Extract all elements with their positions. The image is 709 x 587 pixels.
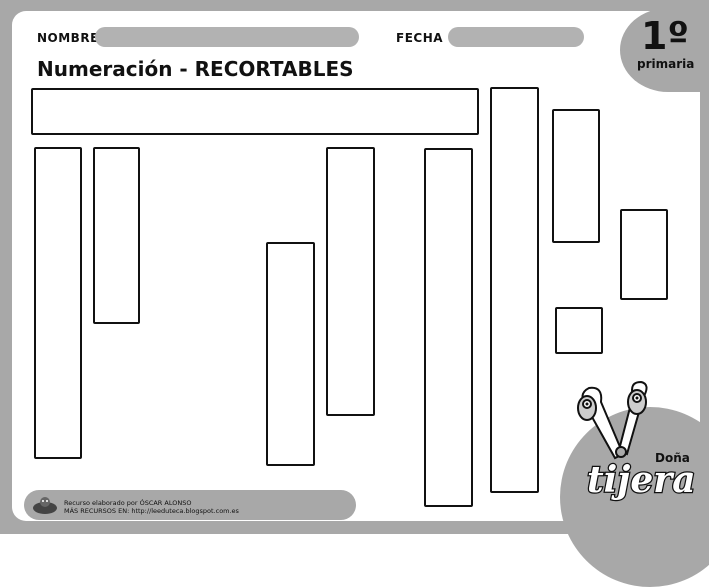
cutout-strip-1	[34, 147, 82, 459]
cutout-strip-horizontal	[31, 88, 479, 135]
brand-line-2: tijera	[587, 459, 696, 501]
cutout-strip-6	[490, 87, 539, 493]
cutout-strip-2	[93, 147, 140, 324]
scissors-mascot-icon: Doña tijera	[577, 380, 697, 502]
cutout-strip-8	[620, 209, 668, 300]
date-field[interactable]	[448, 27, 584, 47]
grade-text: primaria	[637, 57, 695, 71]
footer-link: MÁS RECURSOS EN: http://leeduteca.blogsp…	[64, 507, 239, 515]
brand-line-1: Doña	[655, 451, 690, 465]
name-label: NOMBRE	[37, 31, 99, 45]
date-label: FECHA	[396, 31, 444, 45]
name-field[interactable]	[95, 27, 359, 47]
footer-bar	[24, 490, 356, 520]
cutout-strip-7	[552, 109, 600, 243]
page-title: Numeración - RECORTABLES	[37, 57, 354, 81]
cutout-strip-5	[424, 148, 473, 507]
leeduteca-logo-icon	[33, 497, 57, 514]
footer-credit: Recurso elaborado por ÓSCAR ALONSO	[64, 499, 192, 507]
cutout-strip-3	[266, 242, 315, 466]
grade-number: 1º	[641, 14, 689, 58]
cutout-square	[555, 307, 603, 354]
grade-badge	[620, 8, 709, 92]
cutout-strip-4	[326, 147, 375, 416]
